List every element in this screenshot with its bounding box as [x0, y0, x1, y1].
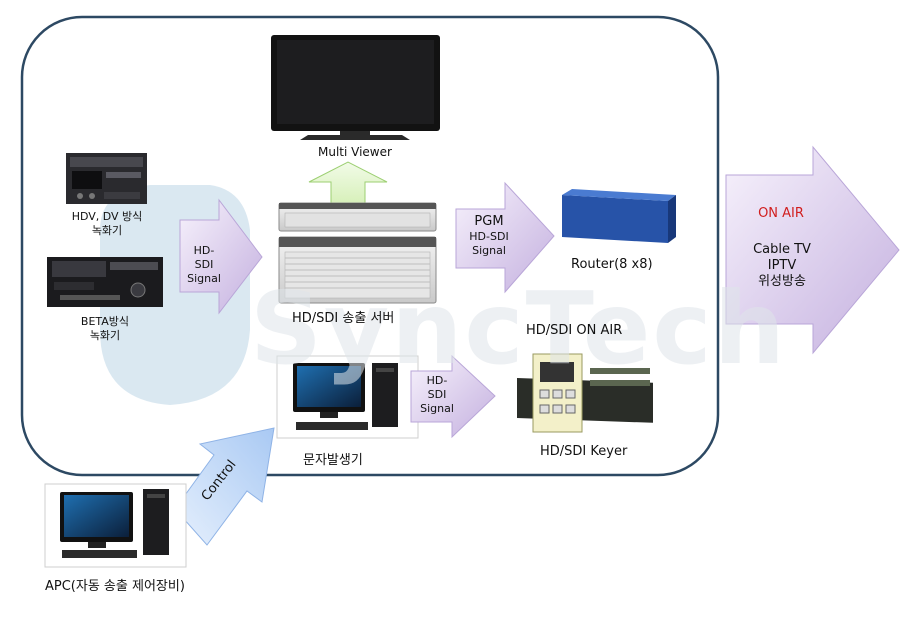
hdv-recorder-label-line1: HDV, DV 방식 [71, 210, 143, 223]
apc-label: APC(자동 송출 제어장비) [45, 579, 185, 594]
output-channel-iptv: IPTV [767, 258, 797, 273]
on-air-title-label: HD/SDI ON AIR [526, 323, 623, 338]
input-signal-line3: Signal [187, 272, 221, 285]
upward-arrow-icon [308, 161, 388, 206]
multi-viewer-label: Multi Viewer [318, 145, 392, 159]
pgm-signal-label: PGM HD-SDI Signal [458, 214, 520, 258]
beta-recorder-label: BETA방식 녹화기 [50, 315, 160, 343]
input-signal-label: HD- SDI Signal [181, 244, 227, 286]
keyer-signal-line3: Signal [420, 402, 454, 415]
pgm-signal-line3: Signal [472, 244, 506, 257]
character-generator-pc-icon [276, 355, 419, 439]
control-arrow-icon [174, 427, 275, 546]
pgm-signal-line1: PGM [474, 214, 504, 229]
output-channel-satellite: 위성방송 [758, 274, 806, 289]
keyer-board-icon [517, 353, 653, 433]
hdv-recorder-label: HDV, DV 방식 녹화기 [52, 210, 162, 238]
multi-viewer-monitor-icon [271, 35, 440, 140]
hdv-recorder-icon [66, 153, 147, 204]
output-channel-cable-tv: Cable TV [753, 242, 811, 257]
output-channels: Cable TV IPTV 위성방송 [742, 242, 822, 290]
on-air-label: ON AIR [758, 206, 804, 221]
watermark-text: SyncTech [250, 270, 787, 387]
character-generator-label: 문자발생기 [303, 453, 363, 468]
router-label: Router(8 x8) [571, 257, 653, 272]
beta-recorder-icon [47, 257, 163, 307]
output-arrow-icon [725, 145, 900, 355]
keyer-label: HD/SDI Keyer [540, 444, 628, 459]
input-signal-arrow-icon [179, 198, 263, 315]
input-signal-line1: HD- [193, 244, 215, 257]
input-signal-line2: SDI [194, 258, 214, 271]
server-rack-icon [278, 202, 437, 304]
system-enclosure [20, 15, 720, 477]
hdv-recorder-label-line2: 녹화기 [91, 224, 123, 237]
pgm-signal-line2: HD-SDI [469, 230, 509, 243]
router-icon [562, 189, 676, 243]
keyer-signal-line1: HD- [426, 374, 448, 387]
pgm-signal-arrow-icon [455, 181, 555, 294]
beta-recorder-label-line1: BETA방식 [80, 315, 130, 328]
keyer-signal-arrow-icon [410, 354, 496, 439]
beta-recorder-label-line2: 녹화기 [89, 329, 121, 342]
keyer-signal-label: HD- SDI Signal [414, 374, 460, 416]
server-label: HD/SDI 송출 서버 [292, 311, 395, 326]
apc-pc-icon [44, 483, 187, 568]
keyer-signal-line2: SDI [427, 388, 447, 401]
